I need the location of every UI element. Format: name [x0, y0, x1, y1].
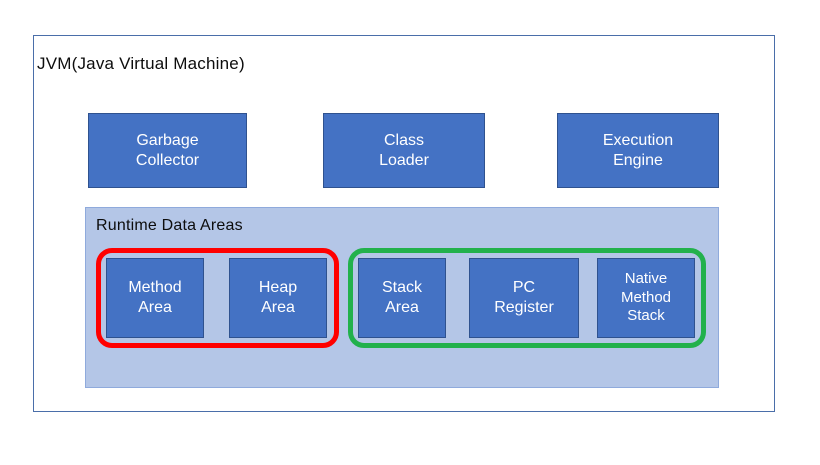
runtime-data-areas-title: Runtime Data Areas: [96, 217, 243, 234]
component-execution-engine-label: Execution Engine: [602, 131, 674, 169]
component-class-loader-label: Class Loader: [379, 131, 429, 169]
area-native-method-stack-label: Native Method Stack: [620, 269, 672, 325]
area-native-method-stack[interactable]: Native Method Stack: [597, 258, 695, 338]
area-pc-register[interactable]: PC Register: [469, 258, 579, 338]
area-pc-register-label: PC Register: [494, 279, 554, 316]
area-stack-area-label: Stack Area: [381, 279, 422, 316]
jvm-title: JVM(Java Virtual Machine): [37, 54, 245, 73]
area-heap-area[interactable]: Heap Area: [229, 258, 327, 338]
component-execution-engine[interactable]: Execution Engine: [557, 113, 719, 188]
area-heap-area-label: Heap Area: [258, 279, 298, 316]
component-garbage-collector[interactable]: Garbage Collector: [88, 113, 247, 188]
area-method-area-label: Method Area: [128, 279, 182, 316]
area-method-area[interactable]: Method Area: [106, 258, 204, 338]
component-garbage-collector-label: Garbage Collector: [135, 131, 200, 169]
component-class-loader[interactable]: Class Loader: [323, 113, 485, 188]
area-stack-area[interactable]: Stack Area: [358, 258, 446, 338]
